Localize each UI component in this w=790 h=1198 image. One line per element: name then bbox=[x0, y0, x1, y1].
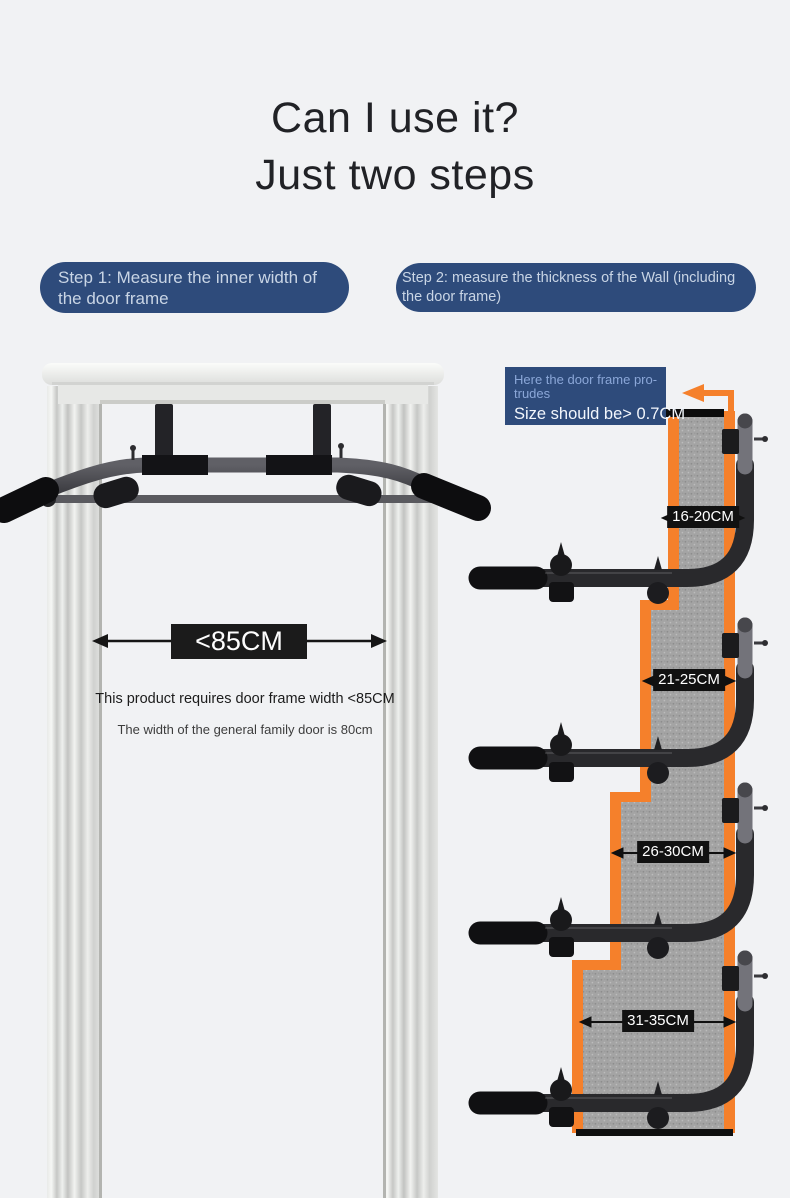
door-frame-illustration bbox=[42, 363, 444, 1198]
door-width-note: This product requires door frame width <… bbox=[95, 691, 395, 707]
page-title-line-1: Can I use it? bbox=[271, 94, 519, 142]
door-width-subnote: The width of the general family door is … bbox=[117, 722, 373, 737]
page-title: Can I use it? Just two steps bbox=[0, 90, 790, 204]
door-width-label: <85CM bbox=[171, 624, 307, 659]
wall-thickness-label-4: 31-35CM bbox=[622, 1010, 694, 1032]
wall-hook-3 bbox=[468, 782, 768, 959]
wall-hook-4 bbox=[468, 950, 768, 1129]
step-1-line-2: the door frame bbox=[58, 289, 169, 308]
wall-hook-1 bbox=[468, 413, 768, 604]
callout-arrow bbox=[682, 384, 734, 411]
step-1-badge: Step 1: Measure the inner width of the d… bbox=[40, 262, 349, 313]
callout-size-note: Size should be> 0.7CM bbox=[514, 405, 686, 423]
step-2-badge: Step 2: measure the thickness of the Wal… bbox=[396, 263, 756, 312]
wall-hook-2 bbox=[468, 617, 768, 784]
wall-callout-box: Here the door frame pro- trudes Size sho… bbox=[505, 367, 686, 425]
page-title-line-2: Just two steps bbox=[255, 151, 535, 199]
step-2-line-2: the door frame) bbox=[402, 289, 502, 305]
pullup-bar-illustration bbox=[0, 404, 491, 523]
wall-thickness-label-2: 21-25CM bbox=[653, 669, 725, 691]
step-2-line-1: Step 2: measure the thickness of the Wal… bbox=[402, 270, 736, 286]
callout-line-1: Here the door frame pro- bbox=[514, 372, 658, 387]
wall-thickness-label-3: 26-30CM bbox=[637, 841, 709, 863]
callout-line-2: trudes bbox=[514, 386, 551, 401]
wall-thickness-label-1: 16-20CM bbox=[667, 506, 739, 528]
step-1-line-1: Step 1: Measure the inner width of bbox=[58, 268, 317, 287]
